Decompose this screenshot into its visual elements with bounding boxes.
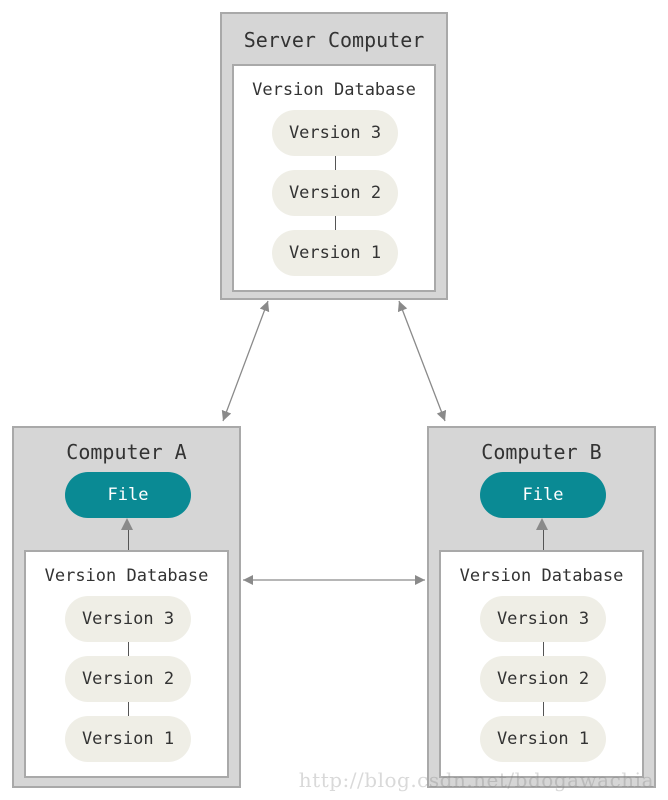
server-version-link: [335, 156, 336, 276]
computer-a-version-3: Version 3: [65, 596, 191, 642]
server-database-title: Version Database: [252, 80, 416, 100]
server-version-database: Version Database Version 3 Version 2 Ver…: [232, 64, 436, 292]
computer-b-file-link: [543, 524, 544, 552]
computer-b-version-1: Version 1: [480, 716, 606, 762]
computer-a-file-link: [128, 524, 129, 552]
server-version-3: Version 3: [272, 110, 398, 156]
server-version-2: Version 2: [272, 170, 398, 216]
computer-b-title: Computer B: [481, 440, 602, 464]
computer-a: Computer A File Version Database Version…: [12, 426, 241, 788]
arrow-server-computer-b: [397, 300, 447, 422]
computer-b-version-database: Version Database Version 3 Version 2 Ver…: [439, 550, 644, 778]
computer-b-database-title: Version Database: [459, 566, 624, 586]
computer-b-version-link: [543, 642, 544, 762]
computer-a-version-link: [128, 642, 129, 762]
computer-a-version-database: Version Database Version 3 Version 2 Ver…: [24, 550, 229, 778]
computer-a-version-1: Version 1: [65, 716, 191, 762]
computer-a-file: File: [65, 472, 191, 518]
arrow-server-computer-a: [221, 300, 270, 422]
computer-a-database-title: Version Database: [44, 566, 209, 586]
server-version-1: Version 1: [272, 230, 398, 276]
computer-b-file: File: [480, 472, 606, 518]
server-computer-title: Server Computer: [243, 28, 425, 52]
computer-b-version-3: Version 3: [480, 596, 606, 642]
watermark: http://blog.csdn.net/bdogawachia: [298, 768, 654, 792]
computer-a-title: Computer A: [66, 440, 187, 464]
computer-b-version-2: Version 2: [480, 656, 606, 702]
computer-a-version-2: Version 2: [65, 656, 191, 702]
computer-b: Computer B File Version Database Version…: [427, 426, 656, 788]
server-computer: Server Computer Version Database Version…: [220, 12, 448, 300]
